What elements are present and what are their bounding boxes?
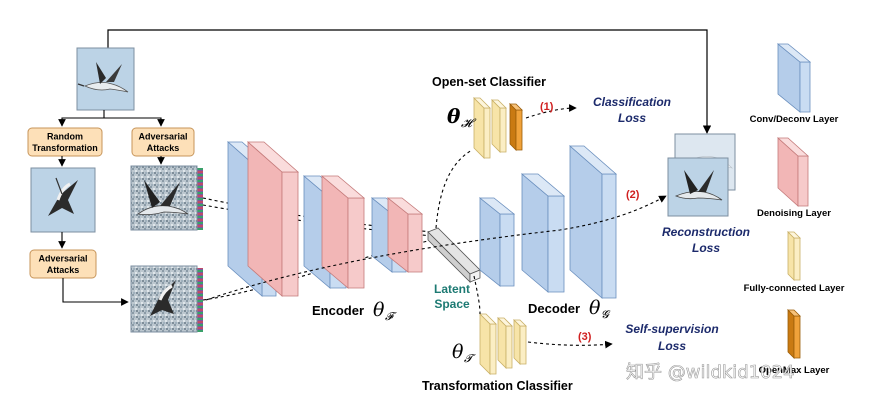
theta-g-symbol: θ	[589, 297, 601, 319]
self-supervision-loss-arrow	[527, 340, 613, 349]
latent-space-line1: Latent	[434, 282, 470, 296]
transformation-classifier-layers	[479, 313, 527, 375]
decoder-layers	[478, 145, 618, 299]
transformation-classifier-label: Transformation Classifier	[422, 379, 573, 393]
theta-h: θ 𝓗	[447, 104, 477, 130]
reconstruction-images	[667, 133, 736, 217]
classification-loss-arrow	[525, 104, 577, 119]
input-branch-lines	[58, 110, 165, 127]
marker-1: (1)	[540, 101, 554, 113]
theta-t-symbol: θ	[452, 341, 464, 363]
legend-fc-label: Fully-connected Layer	[744, 283, 845, 294]
adversarial-attacks-top-line1: Adversarial	[138, 132, 187, 142]
encoder-layers	[226, 141, 424, 297]
classification-loss-line2: Loss	[618, 111, 646, 125]
input-bird-image	[76, 47, 135, 111]
legend-openmax-label: OpenMax Layer	[759, 365, 830, 376]
legend-conv-label: Conv/Deconv Layer	[750, 114, 839, 125]
reconstruction-loss-arrow	[205, 195, 667, 301]
legend: Conv/Deconv Layer Denoising Layer Fully-…	[744, 43, 845, 376]
legend-conv: Conv/Deconv Layer	[750, 43, 839, 125]
theta-h-symbol: θ	[447, 104, 461, 128]
self-supervision-loss-line2: Loss	[658, 339, 686, 353]
adversarial-attacks-bottom-line2: Attacks	[47, 265, 80, 275]
open-set-classifier-layers	[473, 97, 523, 159]
watermark: 知乎 @wildkid1024	[626, 362, 795, 383]
legend-fc: Fully-connected Layer	[744, 231, 845, 294]
theta-t-subscript: 𝓣	[464, 352, 476, 365]
latent-space-line2: Space	[434, 297, 470, 311]
loss-flow-dashes	[205, 104, 667, 349]
box-to-image-arrows	[58, 156, 165, 167]
theta-f: θ 𝓕	[373, 299, 397, 323]
theta-g: θ 𝓖	[589, 297, 611, 321]
marker-3: (3)	[578, 331, 592, 343]
latent-to-transform-dash	[473, 275, 481, 315]
adversarial-attacks-top-line2: Attacks	[147, 143, 180, 153]
classification-loss-line1: Classification	[593, 95, 671, 109]
legend-denoising: Denoising Layer	[757, 137, 831, 219]
theta-f-symbol: θ	[373, 299, 385, 321]
legend-denoising-label: Denoising Layer	[757, 208, 831, 219]
theta-t: θ 𝓣	[452, 341, 476, 365]
skip-connection-arrow	[107, 29, 712, 134]
latent-to-classifier-dash	[435, 149, 473, 229]
adversarial-attacks-top-box: Adversarial Attacks	[131, 127, 195, 157]
decoder-label: Decoder	[528, 301, 580, 316]
reconstruction-loss-line2: Loss	[692, 241, 720, 255]
legend-openmax: OpenMax Layer	[759, 309, 830, 376]
transformed-bird-image	[30, 167, 96, 233]
theta-f-subscript: 𝓕	[385, 310, 397, 323]
open-set-classifier-label: Open-set Classifier	[432, 75, 546, 89]
self-supervision-loss-line1: Self-supervision	[625, 322, 718, 336]
reconstruction-loss-line1: Reconstruction	[662, 225, 750, 239]
theta-g-subscript: 𝓖	[601, 308, 611, 321]
random-transformation-line1: Random	[47, 132, 83, 142]
encoder-label: Encoder	[312, 303, 364, 318]
random-transformation-line2: Transformation	[32, 143, 98, 153]
adversarial-bird-image-top	[130, 165, 203, 231]
random-transformation-box: Random Transformation	[27, 127, 103, 157]
adversarial-bird-image-bottom	[130, 265, 203, 333]
latent-vector	[427, 227, 481, 283]
adversarial-attacks-bottom-line1: Adversarial	[38, 254, 87, 264]
adversarial-attacks-bottom-box: Adversarial Attacks	[29, 232, 129, 306]
marker-2: (2)	[626, 189, 640, 201]
